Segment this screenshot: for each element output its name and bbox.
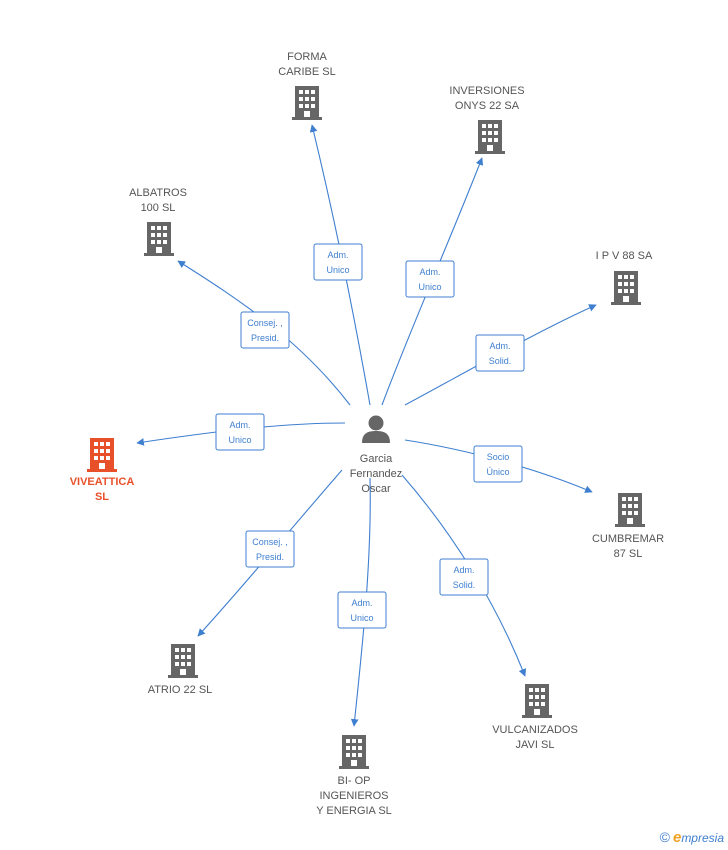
brand-initial: e: [672, 829, 682, 846]
copyright-symbol: ©: [659, 829, 670, 845]
company-node-cumbremar[interactable]: CUMBREMAR 87 SL: [592, 493, 664, 560]
relation-label-text: Adm.: [453, 565, 474, 575]
relation-label-text: Socio: [487, 452, 510, 462]
building-icon: [168, 644, 198, 678]
company-name-line: VULCANIZADOS: [492, 724, 578, 736]
person-name-line: Oscar: [361, 483, 391, 495]
relation-label-biop[interactable]: Adm. Unico: [337, 591, 387, 629]
company-name-line: Y ENERGIA SL: [316, 805, 392, 817]
building-icon: [522, 684, 552, 718]
relation-label-text: Adm.: [229, 420, 250, 430]
relation-label-text: Solid.: [489, 356, 512, 366]
relation-label-text: Unico: [228, 435, 251, 445]
footer-brand: ©empresia: [660, 829, 724, 846]
company-name-line: CARIBE SL: [278, 66, 335, 78]
company-name-line: 87 SL: [614, 548, 643, 560]
company-name-line: INVERSIONES: [449, 85, 524, 97]
relation-label-albatros[interactable]: Consej. , Presid.: [240, 311, 290, 349]
person-name-line: Fernandez: [350, 468, 403, 480]
company-name-line: CUMBREMAR: [592, 533, 664, 545]
company-node-albatros[interactable]: ALBATROS 100 SL: [129, 187, 187, 256]
company-node-ipv88[interactable]: I P V 88 SA: [596, 250, 653, 305]
relation-label-text: Adm.: [489, 341, 510, 351]
brand-name: mpresia: [681, 831, 724, 845]
relation-label-text: Adm.: [327, 250, 348, 260]
relation-label-text: Solid.: [453, 580, 476, 590]
company-node-biop[interactable]: BI- OP INGENIEROS Y ENERGIA SL: [316, 735, 392, 817]
building-icon: [611, 271, 641, 305]
company-name-line: 100 SL: [141, 202, 176, 214]
company-nodes-layer: FORMA CARIBE SL INVERSIONES ONYS 22 SA ALBAT…: [70, 51, 664, 817]
building-icon: [144, 222, 174, 256]
company-name-line: JAVI SL: [516, 739, 555, 751]
relation-label-text: Unico: [350, 613, 373, 623]
relation-label-text: Unico: [326, 265, 349, 275]
relation-label-text: Consej. ,: [247, 318, 283, 328]
company-node-inversiones-onys[interactable]: INVERSIONES ONYS 22 SA: [449, 85, 525, 154]
relation-label-ipv88[interactable]: Adm. Solid.: [475, 334, 525, 372]
building-icon: [339, 735, 369, 769]
company-name-line: INGENIEROS: [319, 790, 388, 802]
building-icon: [87, 438, 117, 472]
relation-label-text: Presid.: [251, 333, 279, 343]
company-name-line: VIVEATTICA: [70, 476, 135, 488]
company-name-line: ONYS 22 SA: [455, 100, 520, 112]
relation-label-vulcanizados[interactable]: Adm. Solid.: [439, 558, 489, 596]
relation-label-text: Adm.: [351, 598, 372, 608]
building-icon: [475, 120, 505, 154]
company-name-line: FORMA: [287, 51, 327, 63]
relation-label-text: Único: [486, 467, 509, 477]
relation-label-text: Presid.: [256, 552, 284, 562]
person-name-line: Garcia: [360, 453, 393, 465]
relation-label-viveattica[interactable]: Adm. Unico: [215, 413, 265, 451]
company-name-line: SL: [95, 491, 109, 503]
edges-layer: [136, 124, 597, 727]
company-node-viveattica[interactable]: VIVEATTICA SL: [70, 438, 135, 503]
company-name-line: ATRIO 22 SL: [148, 684, 213, 696]
company-name-line: BI- OP: [337, 775, 370, 787]
relation-label-text: Adm.: [419, 267, 440, 277]
company-name-line: I P V 88 SA: [596, 250, 653, 262]
company-node-atrio22[interactable]: ATRIO 22 SL: [148, 644, 213, 696]
person-icon: [362, 415, 390, 443]
relation-label-inversiones-onys[interactable]: Adm. Unico: [405, 260, 455, 298]
relation-label-text: Consej. ,: [252, 537, 288, 547]
relation-label-atrio22[interactable]: Consej. , Presid.: [245, 530, 295, 568]
relation-label-forma-caribe[interactable]: Adm. Unico: [313, 243, 363, 281]
building-icon: [292, 86, 322, 120]
company-name-line: ALBATROS: [129, 187, 187, 199]
company-node-forma-caribe[interactable]: FORMA CARIBE SL: [278, 51, 336, 120]
company-node-vulcanizados[interactable]: VULCANIZADOS JAVI SL: [492, 684, 578, 751]
building-icon: [615, 493, 645, 527]
relation-label-text: Unico: [418, 282, 441, 292]
